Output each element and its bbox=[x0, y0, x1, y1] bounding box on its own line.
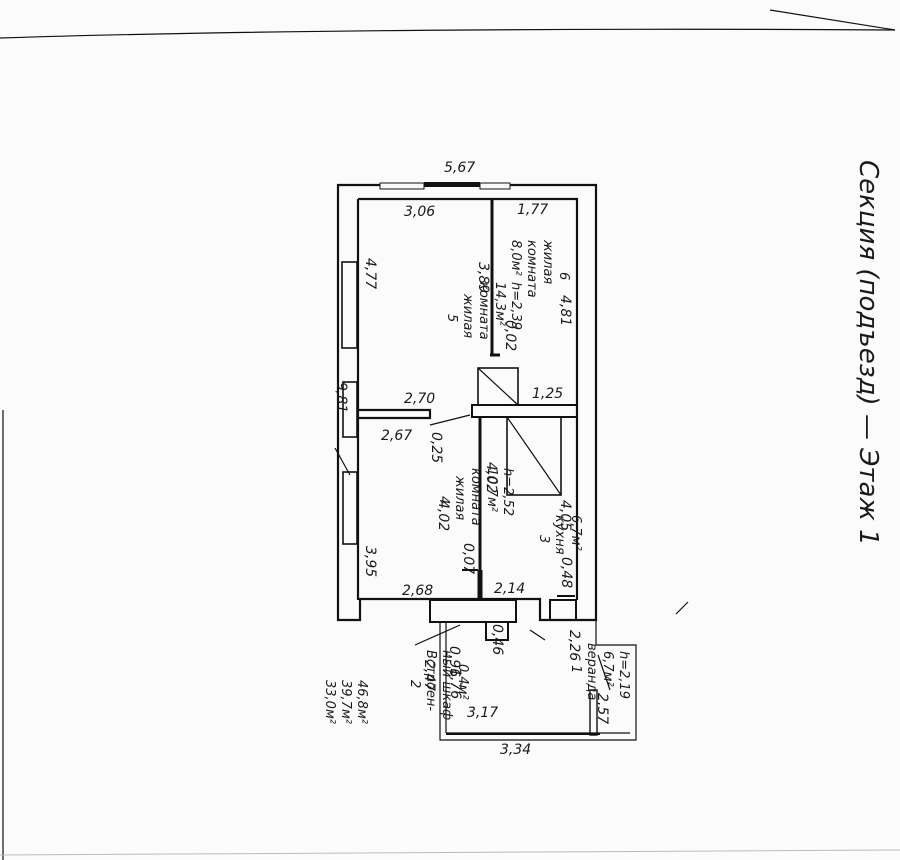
dim-2-14: 2,14 bbox=[494, 581, 525, 597]
room-area: 6,7м² bbox=[600, 651, 615, 687]
stray-mark bbox=[675, 601, 689, 615]
top-windows bbox=[379, 182, 511, 190]
dim-3-17: 3,17 bbox=[467, 705, 498, 721]
dim-4-81: 4,81 bbox=[557, 295, 573, 326]
dim-4-02-a: 4,02 bbox=[483, 462, 499, 493]
room-area: 6,7м² bbox=[568, 515, 583, 551]
room-height: h=2,39 bbox=[508, 282, 523, 330]
room-name: веранда bbox=[584, 643, 599, 700]
dim-4-02-b: 4,02 bbox=[435, 500, 451, 531]
room-number: 2 bbox=[407, 680, 422, 688]
room-area: 14,3м² bbox=[492, 282, 507, 326]
room-name: кухня bbox=[552, 515, 567, 555]
dim-2-26: 2,26 bbox=[566, 630, 582, 661]
room-area: 8,0м² bbox=[508, 240, 523, 276]
page-title: Секция (подъезд) — Этаж 1 bbox=[853, 160, 883, 546]
dim-overall-width: 5,67 bbox=[444, 160, 475, 176]
room-name-2: ный шкаф bbox=[439, 650, 454, 720]
dim-0-07: 0,07 bbox=[460, 543, 476, 574]
room-number: 3 bbox=[536, 535, 551, 543]
room-name: Встроен- bbox=[423, 650, 438, 711]
room-number: 1 bbox=[568, 665, 583, 673]
dim-1-76: 1,76 bbox=[447, 668, 463, 699]
dim-1-77: 1,77 bbox=[517, 202, 548, 218]
room-2-label: 2 Встроен- ный шкаф 0,4м² bbox=[407, 650, 470, 720]
leader-veranda bbox=[529, 629, 546, 641]
room-5-label: 5 жилая комната 14,3м² h=2,39 bbox=[444, 282, 523, 340]
leader-9-81 bbox=[334, 447, 351, 476]
room-number: 4 bbox=[436, 496, 451, 504]
kitchen-unit bbox=[506, 416, 562, 496]
room-name: жилая bbox=[460, 293, 475, 338]
room-name-2: комната bbox=[524, 240, 539, 298]
room-6-label: 6 жилая комната 8,0м² bbox=[508, 239, 571, 298]
room-1-label: 1 веранда 6,7м² h=2,19 bbox=[568, 643, 631, 700]
dim-0-02: 0,02 bbox=[502, 320, 518, 351]
sheet-top-edge bbox=[0, 28, 896, 39]
room-3-label: 3 кухня 6,7м² bbox=[536, 515, 583, 555]
total-area-2: 39,7м² bbox=[338, 680, 353, 724]
total-area-1: 33,0м² bbox=[322, 680, 337, 724]
dimension-labels: 5,67 3,06 1,77 9,81 4,77 3,89 4,81 0,02 … bbox=[333, 160, 610, 758]
dim-0-46: 0,46 bbox=[489, 624, 505, 655]
dim-2-47: 2,47 bbox=[421, 660, 437, 691]
sheet-corner-fold bbox=[769, 9, 896, 31]
dim-3-95: 3,95 bbox=[362, 546, 378, 577]
room-name-2: комната bbox=[476, 282, 491, 340]
sheet-bottom-edge bbox=[0, 849, 900, 856]
room-name-2: комната bbox=[468, 468, 483, 526]
leader-2-57 bbox=[597, 654, 611, 691]
door-stub bbox=[549, 599, 577, 621]
dim-3-89: 3,89 bbox=[475, 262, 491, 293]
room-height: h=2,19 bbox=[616, 651, 631, 699]
leader-2-68 bbox=[414, 624, 461, 646]
room-number: 6 bbox=[556, 272, 571, 280]
dim-2-68: 2,68 bbox=[402, 583, 433, 599]
outer-wall bbox=[336, 183, 598, 622]
floor-plan bbox=[334, 182, 637, 741]
room-4-label: 4 жилая комната 10,7м² h=2,52 bbox=[436, 468, 515, 526]
partition-horizontal bbox=[358, 408, 432, 420]
dim-overall-height: 9,81 bbox=[333, 382, 349, 413]
dim-1-25: 1,25 bbox=[532, 386, 563, 402]
partition-kitchen-top bbox=[471, 404, 578, 418]
room-name: жилая bbox=[452, 475, 467, 520]
room-height: h=2,52 bbox=[500, 468, 515, 516]
dim-3-06: 3,06 bbox=[404, 204, 435, 220]
dim-0-48: 0,48 bbox=[558, 557, 574, 588]
dim-2-57: 2,57 bbox=[594, 693, 610, 724]
dim-4-77: 4,77 bbox=[362, 258, 378, 289]
dim-4-05: 4,05 bbox=[557, 500, 573, 531]
room-name: жилая bbox=[540, 239, 555, 284]
bottom-wall-block bbox=[429, 599, 517, 623]
inner-wall-outline bbox=[358, 197, 579, 600]
veranda-outline bbox=[439, 620, 637, 741]
area-totals: 33,0м² 39,7м² 46,8м² bbox=[322, 680, 369, 724]
dim-2-70: 2,70 bbox=[404, 391, 435, 407]
room-number: 5 bbox=[444, 314, 459, 322]
room-area: 10,7м² bbox=[484, 468, 499, 512]
dim-0-25: 0,25 bbox=[428, 432, 444, 463]
room-area: 0,4м² bbox=[455, 664, 470, 700]
stove-box bbox=[477, 367, 519, 406]
left-windows bbox=[341, 261, 358, 545]
dim-3-34: 3,34 bbox=[500, 742, 531, 758]
total-area-3: 46,8м² bbox=[354, 680, 369, 724]
dim-0-96: 0,96 bbox=[446, 646, 462, 677]
dim-2-67: 2,67 bbox=[381, 428, 412, 444]
leader-0-25 bbox=[429, 414, 471, 426]
